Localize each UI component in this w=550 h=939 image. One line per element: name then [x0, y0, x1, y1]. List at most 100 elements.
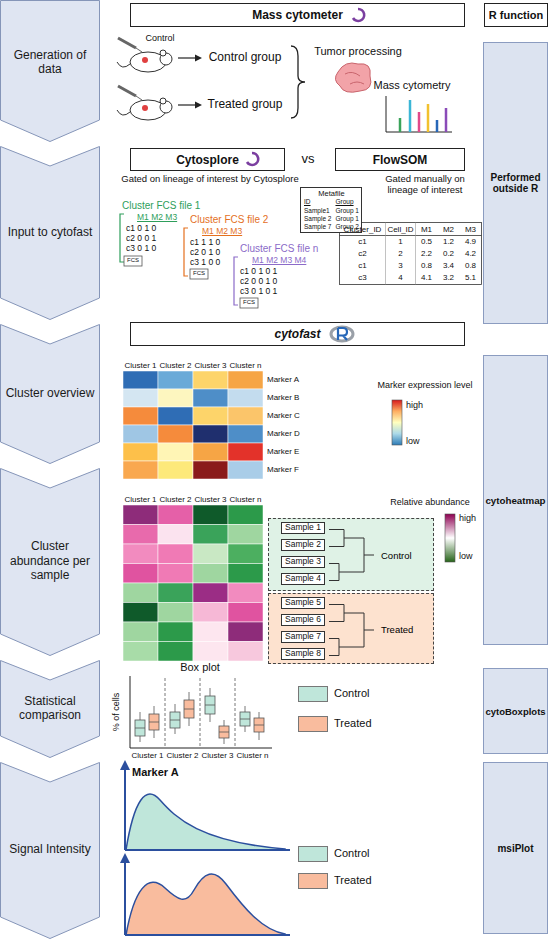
box-title: Cytosplore	[176, 153, 239, 167]
scale-title: Relative abundance	[390, 497, 470, 507]
function-name: msiPlot	[485, 843, 546, 854]
table-cell: 4	[398, 273, 402, 282]
step-label: Cluster overview	[4, 386, 96, 400]
table-cell: ID	[304, 198, 331, 206]
column-label: Cluster n	[229, 361, 261, 370]
column-header: M1 M2 M3	[202, 227, 242, 237]
sample-box: Sample 5	[281, 597, 325, 609]
column-label: Cluster 3	[194, 495, 226, 504]
table-cell: c1	[358, 237, 366, 246]
table-cell: 0.8	[465, 261, 476, 270]
axis-label: Marker A	[132, 766, 179, 779]
table-cell: Group 1	[335, 207, 359, 215]
versus-label: vs	[302, 152, 315, 167]
legend-swatch	[298, 873, 328, 889]
table-cell: 0.2	[443, 249, 454, 258]
scale-label: low	[459, 551, 473, 561]
step-chevron: Generation of data	[0, 0, 100, 142]
file-icon-label: FCS	[127, 257, 139, 264]
box-title: Mass cytometer	[252, 8, 343, 22]
chevron-text-area: Input to cytofast	[4, 166, 96, 298]
column-label: Cluster n	[229, 495, 261, 504]
legend-text: Treated	[334, 717, 372, 730]
step-label: Signal Intensity	[4, 842, 96, 856]
chevron-text-area: Cluster abundance per sample	[4, 488, 96, 634]
function-box: cytoBoxplots	[483, 668, 548, 754]
file-icon-label: FCS	[243, 299, 255, 306]
data-row: c1 0 1 0 1	[240, 267, 277, 277]
note-text: Gated on lineage of interest by Cytosplo…	[121, 174, 298, 185]
data-row: c2 0 1 0	[190, 248, 220, 258]
table-cell: Sample1	[304, 207, 331, 215]
title-box: Mass cytometer	[130, 3, 465, 27]
chevron-text-area: Statistical comparison	[4, 680, 96, 736]
box-title: R function	[489, 9, 543, 21]
group-label: Treated	[381, 623, 413, 634]
sample-box: Sample 2	[281, 539, 325, 551]
arrow-label: Control	[145, 33, 174, 43]
data-row: c3 1 0 0	[190, 258, 220, 268]
group-label: Control group	[209, 51, 282, 65]
data-row: c2 0 0 1	[126, 234, 156, 244]
row-label: Marker E	[267, 447, 299, 456]
legend-text: Treated	[334, 874, 372, 887]
legend-swatch	[298, 846, 328, 862]
table-header: Cell_ID	[387, 225, 413, 234]
chevron-outline	[1, 469, 100, 656]
axis-tick-label: Cluster 2	[166, 751, 198, 760]
step-chevron: Cluster abundance per sample	[0, 468, 100, 656]
column-label: Cluster 2	[159, 361, 191, 370]
function-box: msiPlot	[483, 762, 548, 934]
box-title: cytofast	[274, 327, 320, 341]
column-label: Cluster 1	[124, 361, 156, 370]
table-cell: 3.2	[443, 273, 454, 282]
table-heading: Metafile	[304, 189, 359, 198]
table-header: M2	[443, 225, 454, 234]
legend-text: Control	[334, 687, 369, 700]
data-row: c1 0 1 0	[126, 224, 156, 234]
table-cell: 1	[398, 237, 402, 246]
group-label: Treated group	[208, 98, 283, 112]
function-box: Performed outside R	[483, 42, 548, 324]
table-header: M3	[465, 225, 476, 234]
data-row: c2 0 0 1 0	[240, 277, 277, 287]
plot-title: Box plot	[180, 661, 220, 674]
table-cell: 4.2	[465, 249, 476, 258]
chevron-text-area: Generation of data	[4, 4, 96, 120]
table-cell: 1.2	[443, 237, 454, 246]
table-cell: 5.1	[465, 273, 476, 282]
column-header: M1 M2 M3 M4	[252, 256, 306, 266]
step-chevron: Cluster overview	[0, 324, 100, 464]
sample-box: Sample 3	[281, 556, 325, 568]
row-label: Marker B	[267, 393, 299, 402]
axis-tick-label: Cluster 1	[131, 751, 163, 760]
scale-label: high	[459, 513, 476, 523]
table-cell: 3	[398, 261, 402, 270]
legend-swatch	[298, 716, 328, 732]
table-cell: Group	[335, 198, 359, 206]
axis-label: % of cells	[111, 693, 121, 732]
row-label: Marker F	[267, 465, 299, 474]
sample-box: Sample 8	[281, 648, 325, 660]
table-cell: c3	[358, 273, 366, 282]
table-cell: 4.9	[465, 237, 476, 246]
file-title: Cluster FCS file 1	[122, 200, 200, 212]
file-icon-label: FCS	[193, 270, 205, 277]
step-label: Generation of data	[4, 48, 96, 77]
dendrogram-lines	[329, 605, 374, 656]
scale-label: low	[406, 436, 420, 446]
function-name: cytoBoxplots	[485, 706, 546, 717]
row-label: Marker C	[267, 411, 300, 420]
chevron-outline	[1, 147, 100, 320]
data-row: c3 0 1 0 1	[240, 287, 277, 297]
step-label: Cluster abundance per sample	[4, 539, 96, 582]
table-cell: Group 1	[335, 215, 359, 223]
step-chevron: Input to cytofast	[0, 146, 100, 320]
table-cell: c2	[358, 249, 366, 258]
table-cell: 0.8	[421, 261, 432, 270]
table-cell: 2.2	[421, 249, 432, 258]
title-box: Cytosplore	[130, 148, 285, 171]
column-label: Cluster 3	[194, 361, 226, 370]
function-name: cytoheatmap	[485, 495, 546, 506]
group-label: Control	[381, 549, 412, 560]
